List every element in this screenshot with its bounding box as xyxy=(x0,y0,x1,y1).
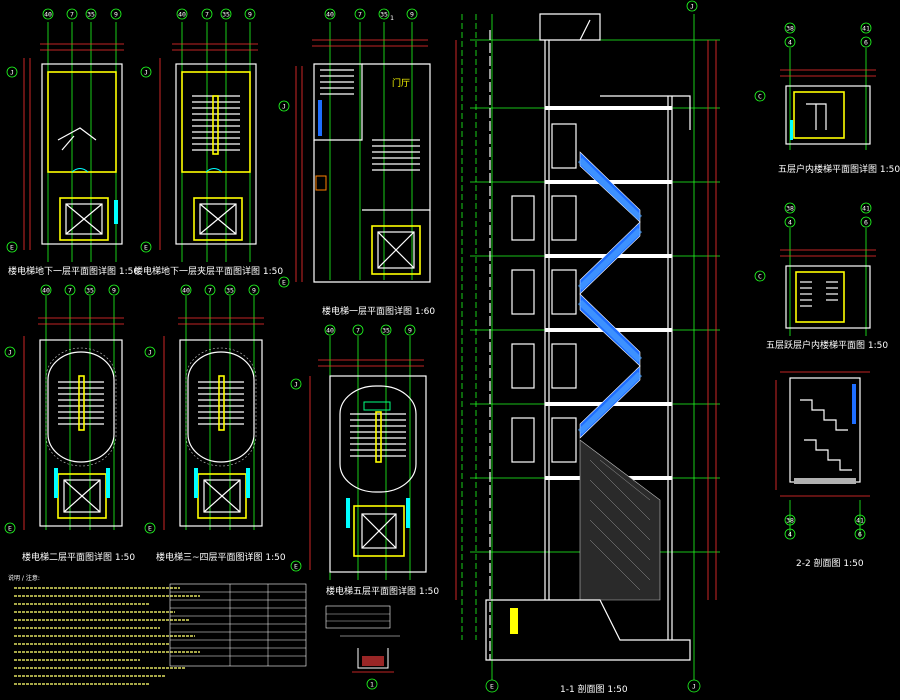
axis-bubbles-top: 40 7 35 9 xyxy=(42,8,122,262)
axis-label: 7 xyxy=(356,327,360,335)
axis-label: 7 xyxy=(208,287,212,295)
stair-treads xyxy=(350,411,406,463)
axis-label: 9 xyxy=(252,287,256,295)
axis-label: J xyxy=(10,69,14,77)
plan-basement-mezzanine: 40 7 35 9 J E 楼电梯地下一层夹层平面图详图 1:50 xyxy=(134,8,283,277)
stair-flights xyxy=(577,151,643,439)
axis-label: J xyxy=(690,3,694,11)
axis-bubbles-section: E J J xyxy=(485,0,701,693)
plan-title: 楼电梯地下一层夹层平面图详图 1:50 xyxy=(134,265,283,277)
axis-label: 35 xyxy=(380,11,388,19)
axis-label: 38 xyxy=(786,25,794,33)
axis-label: J xyxy=(294,381,298,389)
axis-label: E xyxy=(10,244,14,252)
axis-label: 9 xyxy=(410,11,414,19)
detail-title: 2-2 剖面图 1:50 xyxy=(796,557,864,569)
axis-label: 6 xyxy=(858,531,862,539)
section-1-1: E J J 1 1-1 剖面图 1:50 xyxy=(390,0,720,695)
axis-label: 9 xyxy=(248,11,252,19)
detail-title: 五层户内楼梯平面图详图 1:50 xyxy=(778,163,900,175)
axis-label: C xyxy=(758,93,762,101)
axis-label: 40 xyxy=(326,11,334,19)
axis-label: 6 xyxy=(864,219,868,227)
plan-fifth-floor: 40 7 35 9 J E 楼电梯五层平面图详图 1:50 xyxy=(290,324,439,597)
plan-title: 楼电梯地下一层平面图详图 1:50 xyxy=(8,265,139,277)
axis-label: 35 xyxy=(87,11,95,19)
detail-title: 五层跃层户内楼梯平面图 1:50 xyxy=(766,339,888,351)
axis-label: 40 xyxy=(44,11,52,19)
axis-label: J xyxy=(144,69,148,77)
oval-stairwell xyxy=(47,351,115,463)
axis-label: 1 xyxy=(370,681,374,689)
plan-ground-floor: 40 7 35 9 J E 门厅 楼电梯一层平面图详图 1:60 xyxy=(278,8,435,317)
axis-label: C xyxy=(758,273,762,281)
axis-label: 4 xyxy=(788,39,792,47)
axis-label: 35 xyxy=(222,11,230,19)
outer-wall xyxy=(41,63,123,245)
stair-treads xyxy=(800,281,838,307)
plan-basement-lift: 40 7 35 9 J E 楼电梯地下一层平面图详图 1:50 xyxy=(6,8,139,277)
detail-section-2-2: 38 4 41 6 2-2 剖面图 1:50 xyxy=(775,371,870,569)
stair-treads xyxy=(192,95,240,155)
axis-label: 40 xyxy=(42,287,50,295)
axis-label: 41 xyxy=(862,25,870,33)
axis-label: 9 xyxy=(112,287,116,295)
axis-label: 4 xyxy=(788,531,792,539)
detail-fifth-floor-duplex-stair: 38 4 41 6 C 五层跃层户内楼梯平面图 1:50 xyxy=(754,202,888,351)
axis-label: 41 xyxy=(862,205,870,213)
plan-title: 楼电梯一层平面图详图 1:60 xyxy=(322,305,435,317)
axis-label: 9 xyxy=(408,327,412,335)
axis-label: 35 xyxy=(226,287,234,295)
axis-label: 40 xyxy=(182,287,190,295)
axis-label: 7 xyxy=(70,11,74,19)
axis-label: 41 xyxy=(856,517,864,525)
plan-title: 楼电梯五层平面图详图 1:50 xyxy=(326,585,439,597)
elevator-shaft xyxy=(59,197,109,241)
section-title: 1-1 剖面图 1:50 xyxy=(560,683,628,695)
stair-treads xyxy=(320,69,420,171)
hatched-stair-base xyxy=(579,439,661,601)
axis-label: 35 xyxy=(86,287,94,295)
axis-label: 7 xyxy=(358,11,362,19)
notes-heading: 说明 / 注意: xyxy=(8,574,40,582)
general-notes: 说明 / 注意: xyxy=(8,574,307,685)
axis-label: J xyxy=(692,683,696,691)
axis-label: J xyxy=(8,349,12,357)
section-cut-mark: 1 xyxy=(390,14,394,22)
axis-label: 7 xyxy=(68,287,72,295)
axis-label: 7 xyxy=(205,11,209,19)
axis-label: 4 xyxy=(788,219,792,227)
detail-fifth-floor-inner-stair: 38 4 41 6 C 五层户内楼梯平面图详图 1:50 xyxy=(754,22,900,175)
axis-label: 35 xyxy=(382,327,390,335)
stair-treads xyxy=(198,375,244,431)
plan-title: 楼电梯二层平面图详图 1:50 xyxy=(22,551,135,563)
axis-label: E xyxy=(8,525,12,533)
axis-label: E xyxy=(148,525,152,533)
plan-title: 楼电梯三~四层平面图详图 1:50 xyxy=(156,551,286,563)
axis-label: E xyxy=(294,563,298,571)
axis-label: E xyxy=(490,683,494,691)
axis-label: 40 xyxy=(326,327,334,335)
stair-shaft-wall xyxy=(47,71,117,173)
axis-label: J xyxy=(282,103,286,111)
axis-label: E xyxy=(282,279,286,287)
detail-elevator-pit: 1 xyxy=(325,605,400,690)
stair-treads xyxy=(58,375,104,431)
plan-second-floor: 40 7 35 9 J E 楼电梯二层平面图详图 1:50 xyxy=(4,284,135,563)
axis-label: 9 xyxy=(114,11,118,19)
schedule-table xyxy=(169,583,307,667)
axis-label: 6 xyxy=(864,39,868,47)
axis-label: 38 xyxy=(786,517,794,525)
axis-label: E xyxy=(144,244,148,252)
axis-label: J xyxy=(148,349,152,357)
room-label: 门厅 xyxy=(392,77,410,89)
notes-text-lines xyxy=(14,587,200,685)
axis-label: 40 xyxy=(178,11,186,19)
axis-label: 38 xyxy=(786,205,794,213)
plan-third-fourth-floor: 40 7 35 9 J E 楼电梯三~四层平面图详图 1:50 xyxy=(144,284,286,563)
